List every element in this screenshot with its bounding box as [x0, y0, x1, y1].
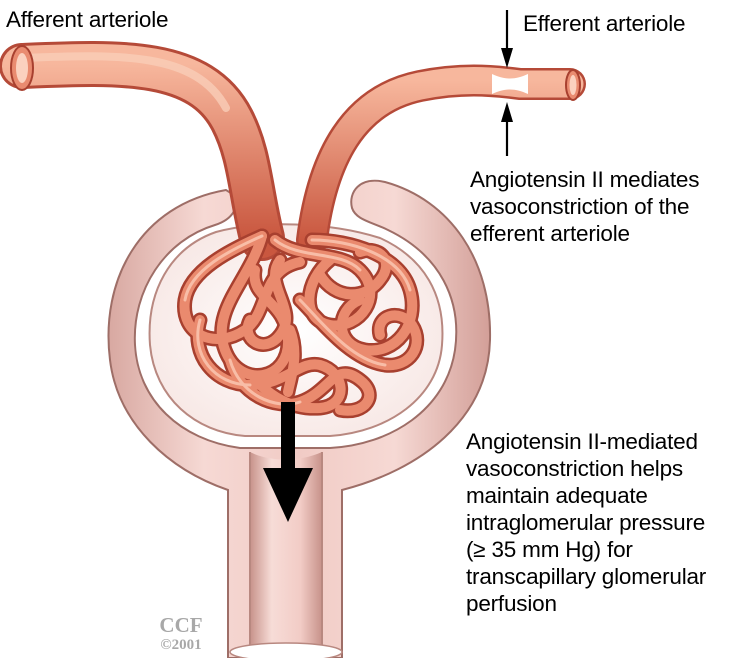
label-line: transcapillary glomerular [466, 563, 706, 590]
label-line: perfusion [466, 590, 706, 617]
label-line: vasoconstriction of the [470, 193, 699, 220]
ccf-logo: CCF ©2001 [146, 614, 216, 654]
efferent-arteriole-label: Efferent arteriole [523, 10, 685, 37]
label-line: maintain adequate [466, 482, 706, 509]
constriction-arrow-bottom-head [501, 102, 513, 122]
logo-year: ©2001 [146, 636, 216, 654]
label-line: Angiotensin II-mediated [466, 428, 706, 455]
label-line: (≥ 35 mm Hg) for [466, 536, 706, 563]
label-line: vasoconstriction helps [466, 455, 706, 482]
filtration-arrow-shaft [281, 402, 295, 474]
angiotensin-vasoconstriction-label: Angiotensin II mediates vasoconstriction… [470, 166, 699, 247]
logo-text: CCF [146, 614, 216, 636]
label-line: Angiotensin II mediates [470, 166, 699, 193]
intraglomerular-pressure-label: Angiotensin II-mediated vasoconstriction… [466, 428, 706, 617]
label-line: efferent arteriole [470, 220, 699, 247]
constriction-arrow-top-head [501, 48, 513, 68]
label-line: intraglomerular pressure [466, 509, 706, 536]
tubule-opening [230, 643, 342, 658]
afferent-arteriole-label: Afferent arteriole [6, 6, 168, 33]
